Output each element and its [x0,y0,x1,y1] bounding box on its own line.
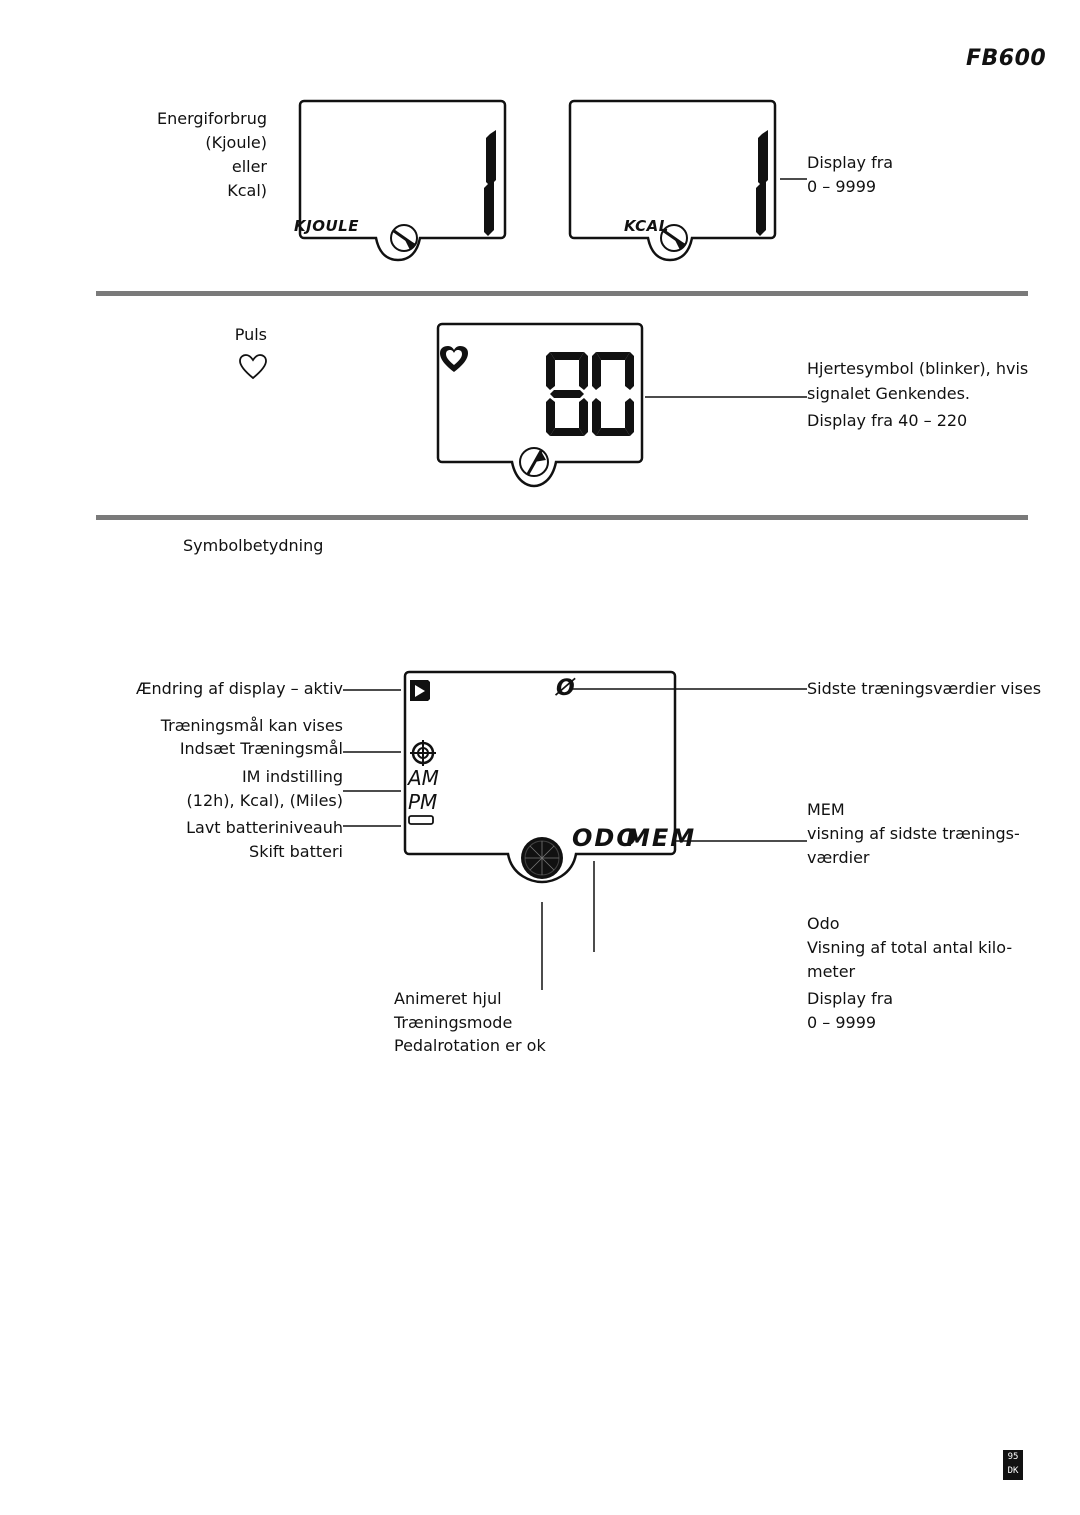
heart-blink-icon [440,346,468,372]
label-goal-insert: Indsæt Træningsmål [179,739,343,758]
pulse-note-2: signalet Genkendes. [807,384,971,403]
digit-one-segments [484,130,496,236]
lcd-kjoule-unit: KJOULE [294,217,359,235]
page-tab: 95 DK [1003,1450,1023,1480]
energy-label-4: Kcal) [227,181,267,200]
page-lang: DK [1007,1466,1019,1476]
label-mem-desc-1: visning af sidste trænings- [807,824,1020,843]
energy-range-2: 0 – 9999 [807,177,877,196]
callout-line [645,396,807,398]
callout-lines-right [541,688,807,990]
lcd-symbols [403,670,677,884]
wheel-label-1: Animeret hjul [394,989,502,1008]
label-range-1: Display fra [807,989,894,1008]
label-last-values: Sidste træningsværdier vises [807,679,1042,698]
pulse-range: Display fra 40 – 220 [807,411,968,430]
mem-indicator: MEM [626,824,697,852]
label-mem-desc-2: værdier [807,848,870,867]
label-goal-show: Træningsmål kan vises [160,716,343,735]
pulse-note-1: Hjertesymbol (blinker), hvis [807,359,1029,378]
section-divider [96,515,1028,520]
digit-eight [546,352,588,436]
label-range-2: 0 – 9999 [807,1013,877,1032]
average-symbol: Ø [556,676,575,701]
label-battery-change: Skift batteri [249,842,343,861]
lcd-kjoule [298,99,507,262]
label-odo-desc-2: meter [807,962,856,981]
label-im-setting: IM indstilling [241,767,343,786]
symbols-heading: Symbolbetydning [183,536,324,555]
odo-indicator: ODO [572,824,639,852]
lcd-kcal-unit: KCAL [624,217,669,235]
pulse-label: Puls [234,325,267,344]
section-divider [96,291,1028,296]
wheel-icon [390,224,418,252]
energy-label-1: Energiforbrug [156,109,267,128]
label-odo-title: Odo [807,914,840,933]
page-number: 95 [1007,1452,1019,1462]
label-change-display: Ændring af display – aktiv [135,679,343,698]
battery-icon [408,815,434,825]
label-odo-desc-1: Visning af total antal kilo- [807,938,1013,957]
digit-zero [592,352,634,436]
wheel-icon [660,224,688,252]
model-name: FB600 [966,46,1047,71]
label-mem-title: MEM [807,800,845,819]
am-indicator: AM [408,766,439,790]
label-battery-low: Lavt batteriniveauh [186,818,343,837]
callout-line [780,178,807,180]
energy-range-1: Display fra [807,153,894,172]
wheel-label-2: Træningsmode [394,1013,513,1032]
heart-icon [239,354,267,380]
callout-lines-left [343,689,401,827]
digit-one-segments [756,130,768,236]
pm-indicator: PM [408,790,438,814]
change-display-icon [410,680,430,701]
energy-label-3: eller [231,157,267,176]
wheel-label-3: Pedalrotation er ok [394,1036,546,1055]
wheel-icon [519,447,549,477]
energy-label-2: (Kjoule) [205,133,267,152]
target-icon [410,740,436,766]
lcd-pulse [436,322,644,488]
lcd-kcal [568,99,777,262]
animated-wheel-icon [521,837,563,879]
label-im-units: (12h), Kcal), (Miles) [186,791,343,810]
